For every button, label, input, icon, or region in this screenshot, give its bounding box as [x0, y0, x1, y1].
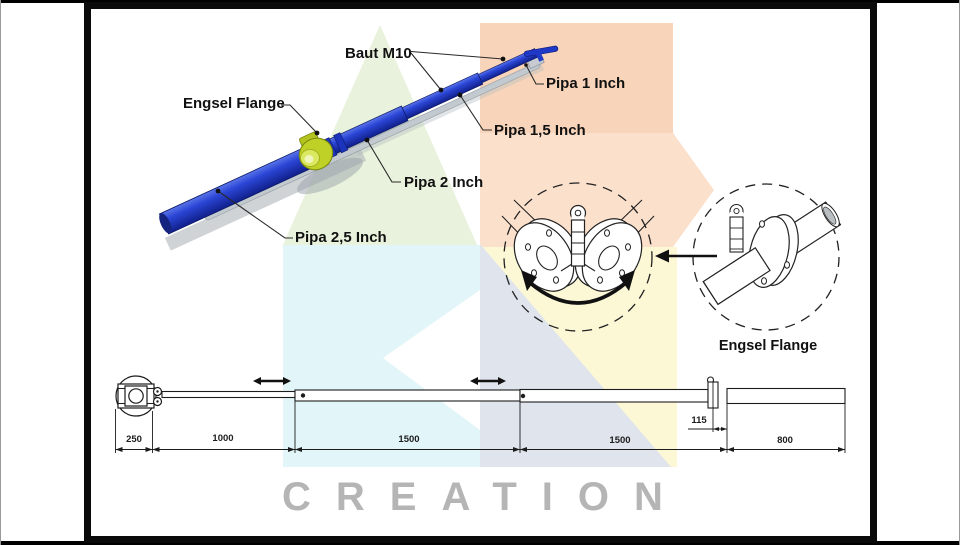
label-baut-m10: Baut M10: [345, 45, 412, 62]
detail-circle-assembled: [655, 183, 842, 331]
watermark-shapes: [282, 23, 714, 467]
slide-arrow: [470, 377, 506, 385]
dimension-arrowheads: [115, 427, 845, 452]
hinge-flange-3d: [298, 137, 334, 171]
flange-shadow: [297, 157, 363, 195]
dim-800: 800: [777, 435, 793, 446]
leader-dots: [215, 56, 528, 194]
slide-arrow: [253, 377, 291, 385]
detail-circle-open: [501, 182, 655, 332]
rotation-arrow: [527, 280, 629, 305]
dim-1500-a: 1500: [398, 434, 420, 445]
dim-1000: 1000: [212, 433, 234, 444]
label-pipa-2-inch: Pipa 2 Inch: [404, 174, 484, 191]
segment-pipa-1: [161, 390, 296, 399]
dim-115: 115: [691, 415, 707, 426]
dim-250: 250: [126, 434, 142, 445]
label-engsel-flange: Engsel Flange: [183, 95, 285, 112]
t-handle: [523, 45, 559, 57]
outer-top-border: [0, 0, 960, 3]
segment-pipa-1-5: [294, 389, 521, 402]
label-pipa-2-5-inch: Pipa 2,5 Inch: [295, 229, 387, 246]
outer-bottom-border: [0, 541, 960, 545]
leader-lines: [217, 50, 544, 239]
segment-pipa-2-5: [726, 387, 846, 405]
detail-hinge-tab: [729, 216, 744, 253]
watermark-creation-text: CREATION: [282, 475, 688, 519]
detail-caption-engsel-flange: Engsel Flange: [718, 338, 818, 354]
label-pipa-1-inch: Pipa 1 Inch: [546, 75, 626, 92]
dimension-drawing: [115, 375, 846, 453]
label-pipa-1-5-inch: Pipa 1,5 Inch: [494, 122, 586, 139]
dim-1500-b: 1500: [609, 435, 631, 446]
outer-left-hairline: [0, 0, 1, 545]
segment-pipa-2: [519, 388, 709, 403]
assembly-3d: [158, 45, 559, 251]
